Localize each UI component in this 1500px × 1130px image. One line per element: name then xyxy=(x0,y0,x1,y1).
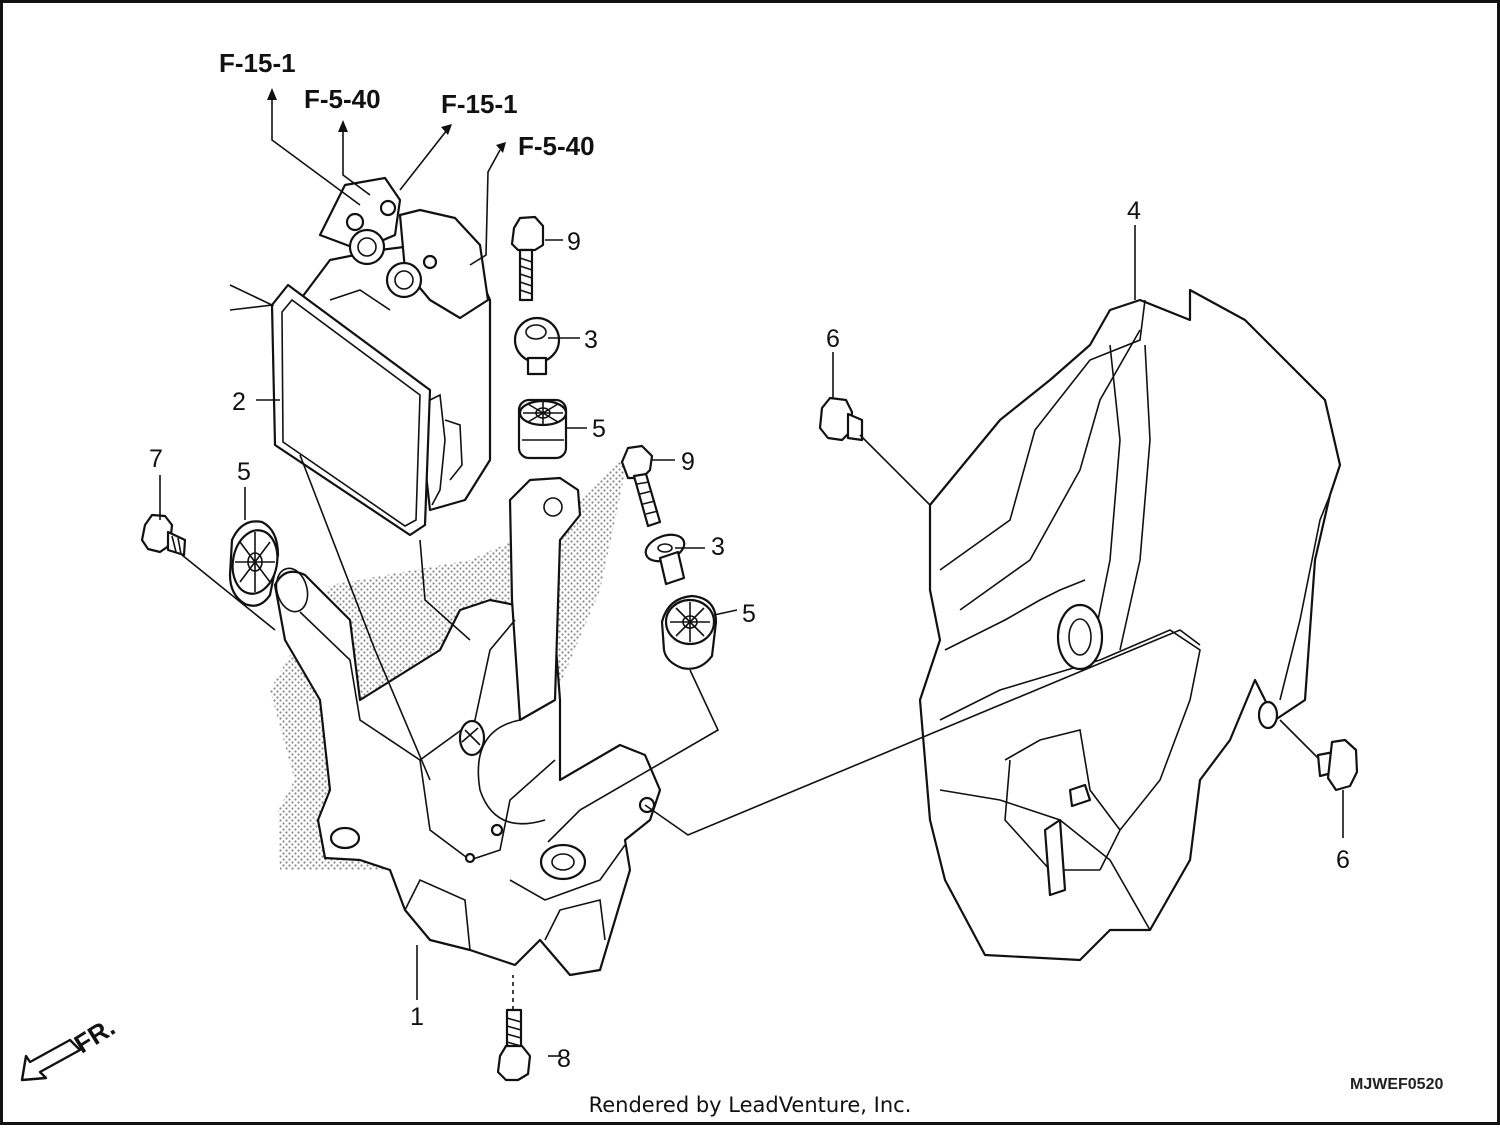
grommet-5-left[interactable] xyxy=(228,520,282,607)
callout-4[interactable]: 4 xyxy=(1127,197,1141,225)
mounting-bracket[interactable] xyxy=(272,476,662,977)
bolt-6-left[interactable] xyxy=(818,396,864,442)
collar-3-lower[interactable] xyxy=(642,530,688,586)
bolt-8[interactable] xyxy=(496,1008,532,1082)
callout-1[interactable]: 1 xyxy=(410,1003,424,1031)
callout-9-lower[interactable]: 9 xyxy=(681,448,695,476)
collar-3-upper[interactable] xyxy=(513,316,561,376)
leader-lines xyxy=(159,100,1344,1057)
callout-3-upper[interactable]: 3 xyxy=(584,326,598,354)
callout-5-lower[interactable]: 5 xyxy=(742,600,756,628)
ref-arrows xyxy=(267,88,506,153)
callout-5-upper[interactable]: 5 xyxy=(592,415,606,443)
callout-9-upper[interactable]: 9 xyxy=(567,228,581,256)
grommet-5-lower[interactable] xyxy=(660,594,718,670)
front-direction-arrow: FR. xyxy=(20,1012,120,1082)
grommet-5-upper[interactable] xyxy=(517,398,568,460)
callout-2[interactable]: 2 xyxy=(232,388,246,416)
render-credit: Rendered by LeadVenture, Inc. xyxy=(588,1093,912,1117)
abs-modulator[interactable] xyxy=(270,176,492,537)
ref-label-2[interactable]: F-5-40 xyxy=(304,84,381,114)
bolt-9-lower[interactable] xyxy=(620,444,662,528)
side-cover[interactable] xyxy=(918,288,1342,962)
ref-label-3[interactable]: F-15-1 xyxy=(441,89,518,119)
callout-6-left[interactable]: 6 xyxy=(826,325,840,353)
bolt-6-right[interactable] xyxy=(1316,738,1359,792)
callout-7[interactable]: 7 xyxy=(149,445,163,473)
bolt-7[interactable] xyxy=(140,513,187,557)
ref-label-4[interactable]: F-5-40 xyxy=(518,131,595,161)
ref-label-1[interactable]: F-15-1 xyxy=(219,48,296,78)
callout-3-lower[interactable]: 3 xyxy=(711,533,725,561)
diagram-code: MJWEF0520 xyxy=(1350,1076,1444,1093)
callout-5-left[interactable]: 5 xyxy=(237,458,251,486)
callout-6-right[interactable]: 6 xyxy=(1336,846,1350,874)
bolt-9-upper[interactable] xyxy=(510,215,545,302)
callout-8[interactable]: 8 xyxy=(557,1045,571,1073)
